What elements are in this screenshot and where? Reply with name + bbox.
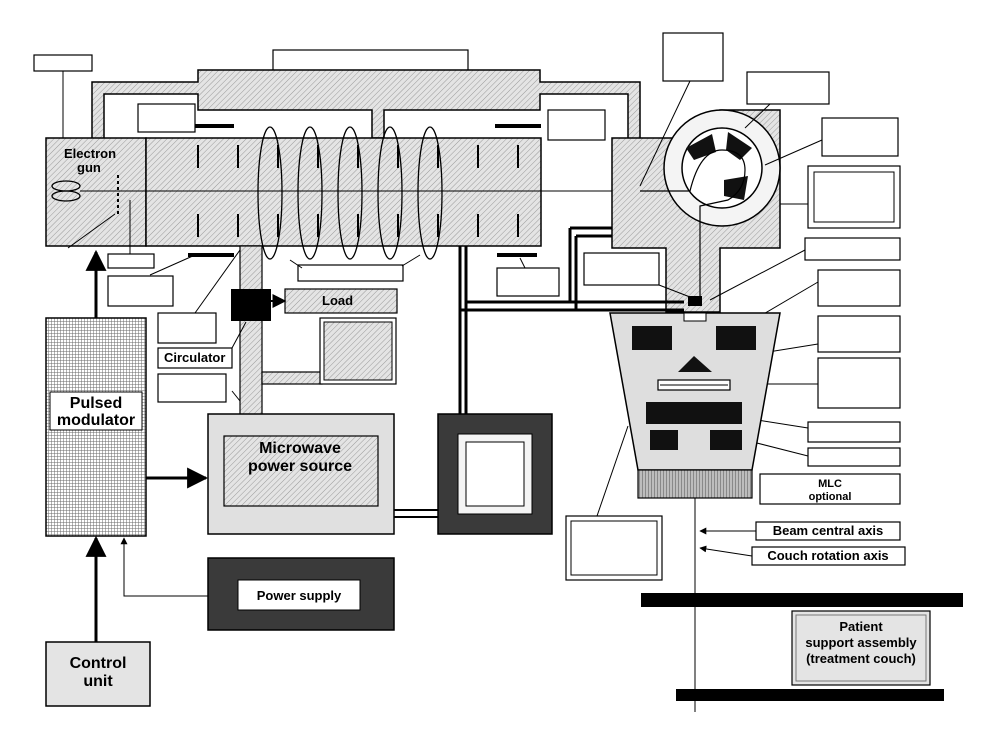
accelerating-waveguide	[145, 137, 542, 247]
target-block	[688, 296, 702, 306]
rf-feed-horizontal	[261, 371, 323, 385]
patient-support-box	[791, 610, 931, 686]
lower-jaw-left	[650, 430, 678, 450]
mlc	[637, 469, 753, 499]
label-box-head-5	[807, 421, 901, 443]
label-box-bm-top	[662, 32, 724, 82]
pulsed-modulator-label-bg	[49, 391, 143, 431]
microwave-cable	[394, 509, 438, 518]
patient-label-3: (treatment couch)	[806, 651, 916, 666]
power-supply-line	[120, 537, 208, 597]
primary-collimator-left	[632, 326, 672, 350]
circulator	[231, 289, 271, 321]
patient-label-1: Patient	[839, 619, 883, 634]
right-leaders	[596, 80, 823, 517]
mlc-label-1: MLC	[818, 478, 842, 490]
label-box-head-1	[804, 237, 901, 261]
patient-support-inner	[795, 614, 927, 682]
power-supply-label-bg	[237, 579, 361, 611]
circulator-label: Circulator	[164, 350, 225, 365]
load	[284, 288, 398, 314]
label-box-bottom-right	[496, 267, 560, 297]
steering-coil	[188, 124, 234, 128]
microwave-label-1: Microwave	[259, 440, 341, 457]
waveguide-top	[91, 69, 641, 149]
focusing-coils	[257, 126, 443, 260]
steering-coil	[497, 253, 537, 257]
top-left-label-box	[33, 54, 93, 72]
cables	[458, 226, 684, 414]
control-unit-label-2: unit	[83, 673, 113, 690]
label-box-waveguide-bottom	[297, 264, 404, 282]
bending-magnet-poles	[686, 132, 752, 200]
pulsed-modulator-label-1: Pulsed	[70, 395, 122, 412]
label-box-head-left-inner	[570, 520, 658, 576]
flattening-filter	[678, 356, 712, 372]
label-box-steering-right	[547, 109, 606, 141]
label-box-bm-right-double-inner	[813, 171, 895, 223]
label-box-ion-chamber	[583, 252, 660, 286]
dark-unit-inner	[465, 441, 525, 507]
microwave-label-2: power source	[248, 458, 352, 475]
label-box-head-3	[817, 315, 901, 353]
circulator-leader	[231, 321, 247, 349]
rf-feed-vertical	[239, 245, 263, 417]
label-box-head-6	[807, 447, 901, 467]
control-unit	[45, 641, 151, 707]
control-unit-label-1: Control	[70, 655, 127, 672]
primary-collimator-right	[716, 326, 756, 350]
mlc-label-box	[759, 473, 901, 505]
steering-coil	[188, 253, 234, 257]
label-box-head-4	[817, 357, 901, 409]
bending-magnet-inner	[681, 127, 763, 209]
rf-aux-inner	[323, 321, 393, 381]
steering-coil	[495, 124, 541, 128]
label-box-left-mid	[107, 275, 174, 307]
load-label: Load	[322, 293, 353, 308]
pulsed-modulator-label-2: modulator	[57, 412, 135, 429]
label-box-gun-small	[107, 253, 155, 269]
upper-jaws	[646, 402, 742, 424]
couch-axis-arrow	[699, 545, 753, 557]
label-box-modulator-side	[157, 373, 227, 403]
couch-bottom-bar	[676, 689, 944, 701]
label-box-bm-right	[821, 117, 899, 157]
label-box-steering-left	[137, 103, 196, 133]
power-supply-label: Power supply	[257, 588, 342, 603]
top-center-label-box	[272, 49, 469, 73]
lower-jaw-right	[710, 430, 742, 450]
beam-central-axis-label: Beam central axis	[773, 523, 884, 538]
label-box-bm-right-top	[746, 71, 830, 105]
patient-label-2: support assembly	[805, 635, 917, 650]
label-box-circulator-top	[157, 312, 217, 344]
circulator-label-box	[157, 347, 233, 369]
electron-gun-label-1: Electron	[64, 146, 116, 161]
beam-trajectory	[640, 149, 746, 296]
electron-gun-label-2: gun	[77, 160, 101, 175]
cavity-irises	[197, 145, 519, 237]
target-window	[683, 312, 707, 322]
mlc-label-2: optional	[809, 491, 852, 503]
label-box-head-2	[817, 269, 901, 307]
couch-top-bar	[641, 593, 963, 607]
microwave-inner	[223, 435, 379, 507]
filament-coil	[51, 190, 81, 202]
couch-rotation-axis-label: Couch rotation axis	[767, 548, 888, 563]
